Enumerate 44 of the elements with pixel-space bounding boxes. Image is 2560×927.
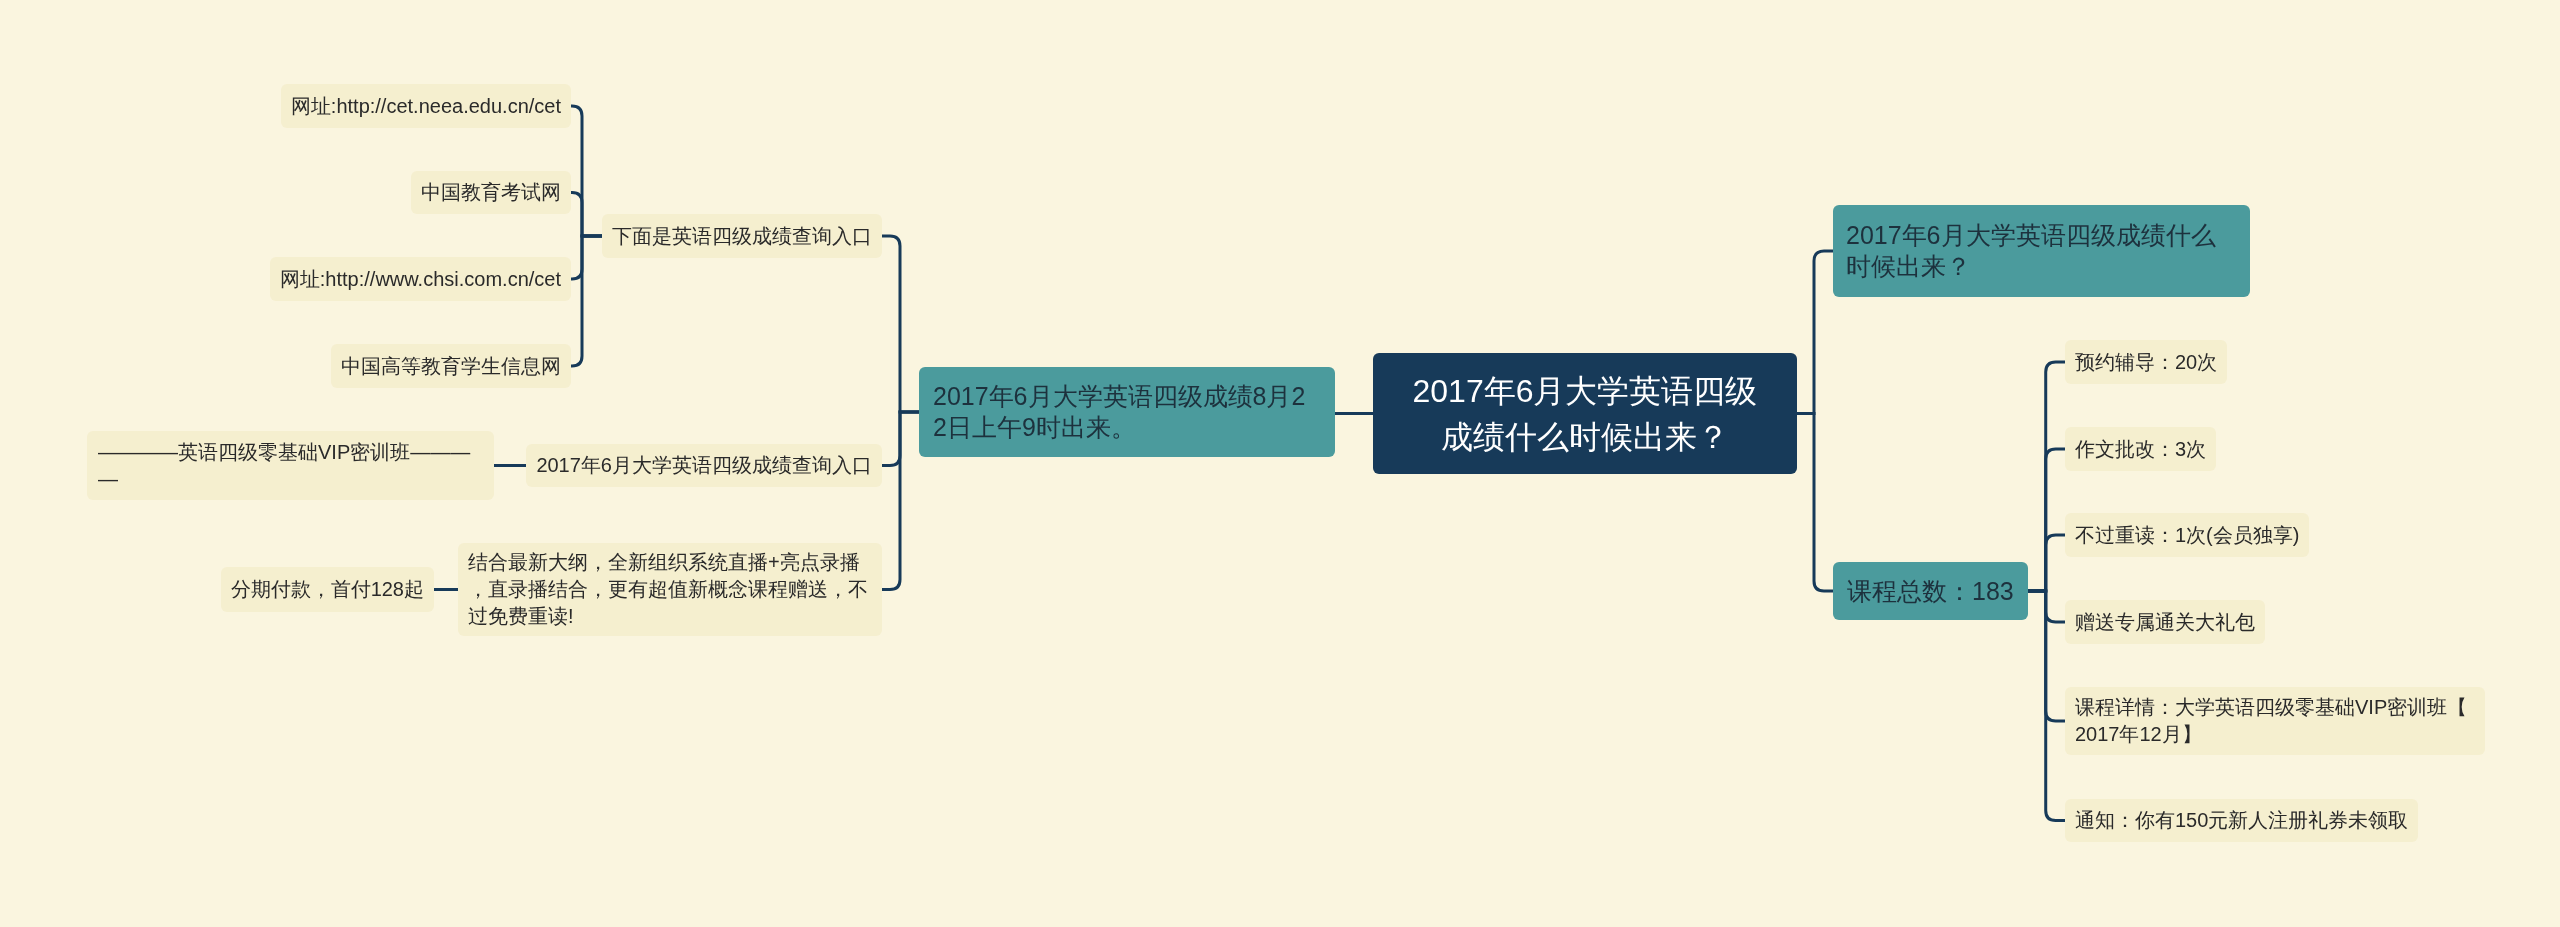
topic-box xyxy=(1833,205,2250,297)
connector-line xyxy=(494,464,527,467)
central-topic-text: 2017年6月大学英语四级成绩什么时候出来？ xyxy=(1411,371,1759,457)
subtopic-box xyxy=(2065,513,2310,557)
subtopic-box xyxy=(87,431,494,500)
connector-line xyxy=(570,234,602,368)
topic-text: 课程总数：183 xyxy=(1847,575,2014,607)
subtopic-text: ————英语四级零基础VIP密训班———— xyxy=(98,439,472,492)
subtopic-text: 下面是英语四级成绩查询入口 xyxy=(612,223,872,249)
subtopic-text: 网址:http://www.chsi.com.cn/cet xyxy=(279,266,561,292)
subtopic-text: 分期付款，首付128起 xyxy=(230,577,424,602)
subtopic-text: 中国教育考试网 xyxy=(421,180,561,205)
subtopic-box xyxy=(2065,687,2485,755)
connector-line xyxy=(2027,589,2065,822)
subtopic-box xyxy=(602,214,882,258)
subtopic-text: 中国高等教育学生信息网 xyxy=(341,353,561,379)
subtopic-text: 赠送专属通关大礼包 xyxy=(2075,609,2255,635)
subtopic-text: 作文批改：3次 xyxy=(2075,436,2207,462)
subtopic-box xyxy=(269,257,571,301)
subtopic-text: 结合最新大纲，全新组织系统直播+亮点录播，直录播结合，更有超值新概念课程赠送，不过免费重读! xyxy=(468,550,869,629)
subtopic-box xyxy=(411,171,571,214)
connector-line xyxy=(434,588,458,591)
subtopic-text: 通知：你有150元新人注册礼券未领取 xyxy=(2075,808,2409,833)
topic-text: 2017年6月大学英语四级成绩8月22日上午9时出来。 xyxy=(933,381,1307,443)
subtopic-text: 网址:http://cet.neea.edu.cn/cet xyxy=(290,93,561,119)
subtopic-box xyxy=(280,84,571,128)
subtopic-box xyxy=(2065,799,2419,842)
subtopic-box xyxy=(331,344,571,388)
topic-box xyxy=(919,367,1335,457)
subtopic-box xyxy=(2065,340,2228,384)
subtopic-box xyxy=(526,444,882,487)
connector-line xyxy=(882,410,919,591)
subtopic-box xyxy=(458,543,882,636)
central-topic-box xyxy=(1373,353,1797,474)
subtopic-text: 2017年6月大学英语四级成绩查询入口 xyxy=(536,453,872,478)
subtopic-box xyxy=(2065,600,2265,644)
topic-box xyxy=(1833,562,2028,620)
connector-line xyxy=(1335,412,1373,415)
subtopic-box xyxy=(2065,427,2217,471)
subtopic-box xyxy=(220,567,434,612)
subtopic-text: 预约辅导：20次 xyxy=(2075,349,2218,375)
subtopic-text: 不过重读：1次(会员独享) xyxy=(2075,522,2300,548)
subtopic-text: 课程详情：大学英语四级零基础VIP密训班【2017年12月】 xyxy=(2075,695,2469,747)
topic-text: 2017年6月大学英语四级成绩什么时候出来？ xyxy=(1846,220,2217,282)
